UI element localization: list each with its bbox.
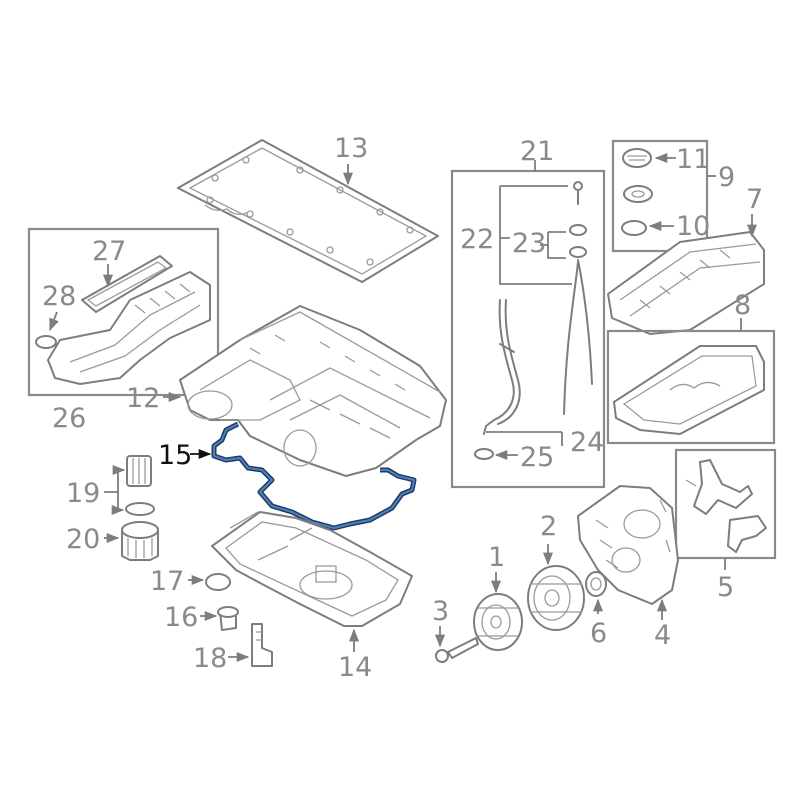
part-25-seal[interactable] bbox=[474, 448, 494, 460]
part-25-dipstick-tube[interactable] bbox=[483, 299, 521, 435]
callout-26: 26 bbox=[52, 403, 86, 434]
callout-9: 9 bbox=[718, 162, 735, 193]
callout-25: 25 bbox=[520, 442, 554, 473]
part-1-crank-pulley[interactable] bbox=[473, 593, 523, 651]
part-5-bracket[interactable] bbox=[685, 459, 767, 553]
callout-7: 7 bbox=[746, 184, 763, 215]
part-2-damper-pulley[interactable] bbox=[527, 565, 585, 631]
callout-14: 14 bbox=[338, 652, 372, 683]
callout-19: 19 bbox=[66, 478, 100, 509]
callout-10: 10 bbox=[676, 211, 710, 242]
callout-5: 5 bbox=[717, 572, 734, 603]
callout-11: 11 bbox=[676, 144, 710, 175]
callout-20: 20 bbox=[66, 524, 100, 555]
callout-23: 23 bbox=[512, 228, 546, 259]
part-11-oil-cap[interactable] bbox=[622, 148, 652, 168]
callout-6: 6 bbox=[590, 618, 607, 649]
part-7-valve-cover[interactable] bbox=[607, 231, 765, 335]
part-13-gasket[interactable] bbox=[177, 139, 439, 283]
callout-2: 2 bbox=[540, 511, 557, 542]
part-19-seal[interactable] bbox=[125, 502, 155, 516]
part-10-seal[interactable] bbox=[621, 220, 647, 236]
callout-3: 3 bbox=[432, 596, 449, 627]
part-19-oil-filter[interactable] bbox=[126, 455, 152, 487]
callout-16: 16 bbox=[164, 602, 198, 633]
part-20-filter-housing[interactable] bbox=[121, 521, 159, 561]
callout-12: 12 bbox=[126, 383, 160, 414]
callout-13: 13 bbox=[334, 133, 368, 164]
part-9-filler-neck[interactable] bbox=[623, 185, 653, 203]
callout-15: 15 bbox=[158, 440, 192, 471]
part-12-engine-block[interactable] bbox=[179, 305, 447, 477]
part-18-sensor[interactable] bbox=[251, 623, 273, 667]
part-22-dipstick[interactable] bbox=[563, 181, 593, 415]
part-6-front-seal[interactable] bbox=[585, 571, 607, 597]
part-3-bolt[interactable] bbox=[435, 637, 479, 663]
part-group-26-box bbox=[27, 227, 220, 397]
part-14-oil-pan[interactable] bbox=[211, 511, 413, 627]
part-15-oil-pan-gasket[interactable] bbox=[211, 421, 417, 531]
callout-27: 27 bbox=[92, 236, 126, 267]
part-group-9-box bbox=[611, 139, 709, 253]
part-27-gasket[interactable] bbox=[81, 255, 173, 313]
part-group-8-box bbox=[606, 329, 776, 445]
callout-8: 8 bbox=[734, 290, 751, 321]
part-17-o-ring[interactable] bbox=[205, 573, 231, 591]
callout-1: 1 bbox=[488, 542, 505, 573]
callout-24: 24 bbox=[570, 427, 604, 458]
callout-4: 4 bbox=[654, 620, 671, 651]
part-16-plug[interactable] bbox=[217, 606, 239, 631]
part-8-gasket[interactable] bbox=[613, 345, 765, 435]
callout-28: 28 bbox=[42, 281, 76, 312]
callout-21: 21 bbox=[520, 136, 554, 167]
part-group-21-box bbox=[450, 169, 606, 489]
callout-18: 18 bbox=[193, 643, 227, 674]
part-28-o-ring[interactable] bbox=[35, 335, 57, 349]
part-26-intake-manifold[interactable] bbox=[47, 271, 211, 385]
callout-17: 17 bbox=[150, 566, 184, 597]
callout-22: 22 bbox=[460, 224, 494, 255]
part-23-o-rings[interactable] bbox=[569, 224, 587, 258]
